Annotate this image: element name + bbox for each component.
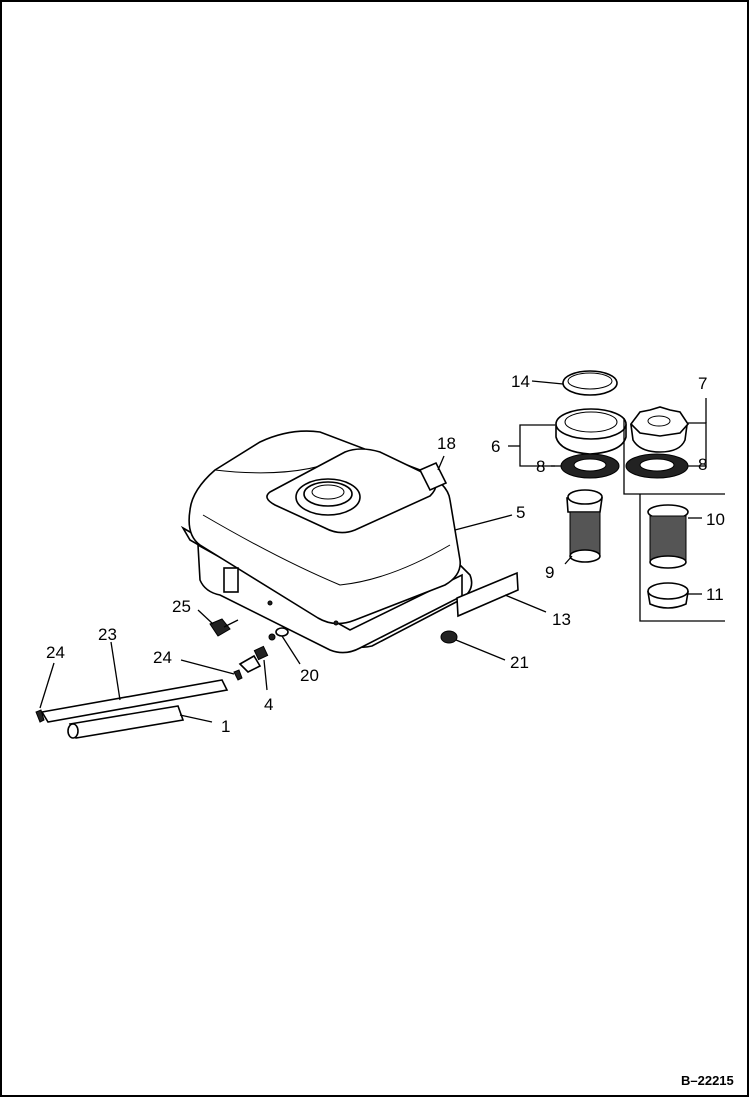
decal	[456, 571, 519, 618]
callout-7: 7	[698, 374, 707, 393]
reference-code: B–22215	[681, 1073, 734, 1088]
callout-18: 18	[437, 434, 456, 453]
bolt	[209, 618, 239, 637]
callout-23: 23	[98, 625, 117, 644]
alternate-parts-bracket	[623, 418, 725, 622]
fuel-valve	[238, 627, 289, 673]
plug	[440, 630, 458, 644]
callout-labels: 14 7 18 6 8 8 5 10 9 11 13 25 23 24 24 2…	[46, 372, 725, 736]
gasket-right	[625, 453, 689, 479]
callout-10: 10	[706, 510, 725, 529]
alt-ring	[647, 582, 689, 609]
callout-11: 11	[706, 585, 724, 604]
fuel-cap	[555, 408, 627, 455]
strainer	[566, 489, 603, 563]
callout-4: 4	[264, 695, 273, 714]
callout-6: 6	[491, 437, 500, 456]
gasket-left	[560, 453, 620, 479]
fuel-hose	[40, 679, 229, 739]
callout-21: 21	[510, 653, 529, 672]
callout-14: 14	[511, 372, 530, 391]
alt-fuel-cap	[629, 406, 690, 453]
alt-strainer	[647, 504, 689, 569]
callout-9: 9	[545, 563, 554, 582]
callout-5: 5	[516, 503, 525, 522]
callout-1: 1	[221, 717, 230, 736]
hose-clamp	[35, 669, 243, 723]
clamp-ring	[562, 370, 618, 396]
callout-8-right: 8	[698, 455, 707, 474]
callout-24-left: 24	[46, 643, 65, 662]
leader-lines	[39, 380, 707, 723]
callout-20: 20	[300, 666, 319, 685]
fuel-tank	[180, 430, 473, 654]
label-tag	[418, 461, 448, 492]
callout-24-right: 24	[153, 648, 172, 667]
callout-13: 13	[552, 610, 571, 629]
callout-8-left: 8	[536, 457, 545, 476]
callout-25: 25	[172, 597, 191, 616]
